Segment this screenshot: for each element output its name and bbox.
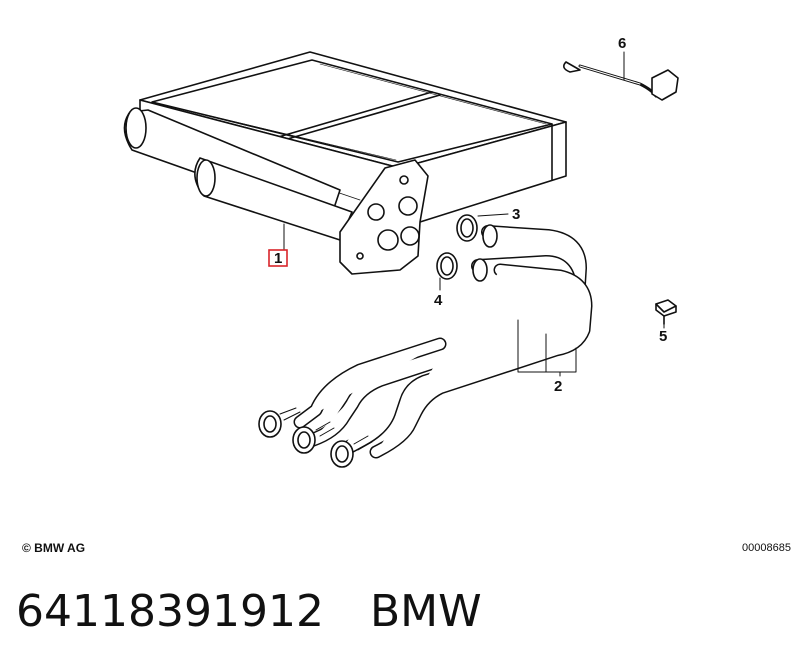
callout-2: 2 [554, 378, 562, 395]
copyright-notice: © BMW AG [22, 541, 86, 555]
part-number: 64118391912 [16, 586, 324, 637]
callout-5: 5 [659, 328, 667, 345]
heater-core [123, 51, 567, 275]
callout-1: 1 [274, 250, 282, 267]
callout-6: 6 [618, 35, 626, 52]
brand-name: BMW [369, 586, 482, 637]
callout-4: 4 [434, 292, 443, 309]
o-rings [436, 214, 478, 280]
temperature-sensor [562, 51, 679, 101]
parts-diagram: 1 2 3 4 5 6 [123, 35, 679, 468]
callout-3: 3 [512, 206, 520, 223]
callout-1-highlight [268, 249, 288, 267]
footer-title: 64118391912 BMW [16, 586, 482, 637]
leader-lines [283, 213, 665, 377]
pipe-assembly [258, 224, 593, 468]
reference-number: 00008685 [742, 542, 791, 554]
bolt [655, 299, 677, 325]
